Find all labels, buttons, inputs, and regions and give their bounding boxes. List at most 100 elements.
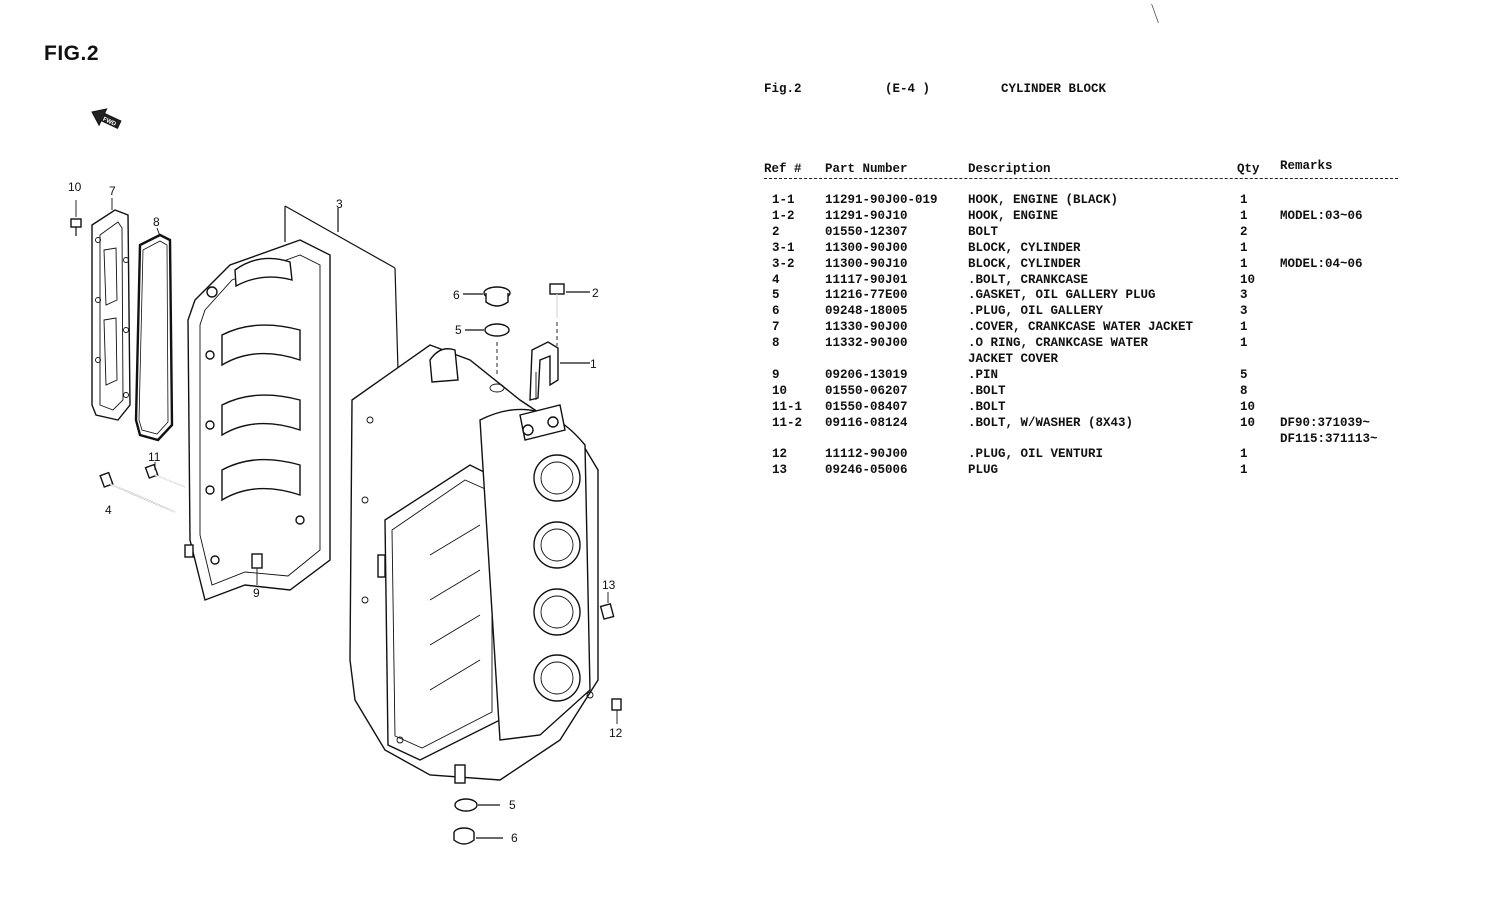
row-description: BLOCK, CYLINDER <box>968 256 1081 271</box>
row-ref: 5 <box>772 288 780 303</box>
callout-5-bottom: 5 <box>509 798 516 812</box>
part-11-bolt <box>144 462 186 488</box>
row-ref: 3-2 <box>772 256 795 271</box>
part-12-oil-venturi-plug <box>611 698 622 724</box>
row-qty: 1 <box>1240 208 1248 223</box>
callout-4: 4 <box>105 503 112 517</box>
fwd-label: FWD <box>102 117 118 128</box>
col-ref: Ref # <box>764 162 802 176</box>
row-ref: 1-2 <box>772 208 795 223</box>
row-description: PLUG <box>968 463 999 478</box>
row-ref: 12 <box>772 447 788 462</box>
row-description: BLOCK, CYLINDER <box>968 240 1081 255</box>
row-qty: 1 <box>1240 463 1248 478</box>
header-fig: Fig.2 <box>764 82 802 96</box>
callout-8: 8 <box>153 215 160 229</box>
callout-5-top: 5 <box>455 323 462 337</box>
part-13-plug <box>599 592 615 620</box>
row-description: .COVER, CRANKCASE WATER JACKET <box>968 320 1194 335</box>
row-ref: 7 <box>772 320 780 335</box>
row-ref: 11-1 <box>772 399 803 414</box>
row-part-number: 11216-77E00 <box>825 288 908 303</box>
part-2-bolt <box>549 283 590 346</box>
row-remarks: MODEL:03~06 <box>1280 208 1363 223</box>
row-ref: 4 <box>772 272 780 287</box>
row-ref: 6 <box>772 304 780 319</box>
part-3-crankcase <box>184 205 399 601</box>
part-6-oil-gallery-plug-bottom <box>453 827 503 845</box>
callout-13: 13 <box>602 578 616 592</box>
part-6-oil-gallery-plug-top <box>463 286 511 307</box>
part-10-bolt <box>70 200 82 236</box>
row-remarks: DF90:371039~ <box>1280 415 1371 430</box>
row-description: .PIN <box>968 367 999 382</box>
row-part-number: 01550-12307 <box>825 224 908 239</box>
row-qty: 10 <box>1240 399 1256 414</box>
scan-mark: —— <box>1146 2 1164 25</box>
row-qty: 10 <box>1240 415 1256 430</box>
callout-11: 11 <box>148 450 161 464</box>
callout-2: 2 <box>592 286 599 300</box>
row-ref: 3-1 <box>772 240 795 255</box>
row-qty: 1 <box>1240 193 1248 207</box>
part-1-engine-hook <box>529 341 590 401</box>
row-ref: 11-2 <box>772 415 803 430</box>
row-part-number: 11117-90J01 <box>825 272 908 287</box>
header-code: (E-4 ) <box>885 82 931 96</box>
row-description: JACKET COVER <box>968 352 1059 366</box>
callout-9: 9 <box>253 586 260 600</box>
col-description: Description <box>968 162 1051 176</box>
col-qty: Qty <box>1237 162 1260 176</box>
row-qty: 1 <box>1240 256 1248 271</box>
row-ref: 1-1 <box>772 193 795 207</box>
row-description: HOOK, ENGINE <box>968 208 1059 223</box>
callout-7: 7 <box>109 184 116 198</box>
row-part-number: 09248-18005 <box>825 304 908 319</box>
row-qty: 8 <box>1240 383 1248 398</box>
row-description: BOLT <box>968 224 999 239</box>
part-5-gasket-top <box>465 323 510 393</box>
col-remarks: Remarks <box>1280 159 1333 173</box>
row-qty: 3 <box>1240 288 1248 303</box>
header-divider <box>764 178 1398 179</box>
row-description: .PLUG, OIL VENTURI <box>968 447 1104 462</box>
row-qty: 2 <box>1240 224 1248 239</box>
row-ref: 10 <box>772 383 788 398</box>
row-ref: 2 <box>772 224 780 239</box>
callout-3: 3 <box>336 197 343 211</box>
row-part-number: 09206-13019 <box>825 367 908 382</box>
callout-1: 1 <box>590 357 597 371</box>
row-description: HOOK, ENGINE (BLACK) <box>968 193 1119 207</box>
part-7-water-jacket-cover <box>91 198 131 421</box>
row-part-number: 11300-90J10 <box>825 256 908 271</box>
part-5-gasket-bottom <box>454 798 500 812</box>
row-part-number: 11300-90J00 <box>825 240 908 255</box>
row-qty: 3 <box>1240 304 1248 319</box>
figure-label: FIG.2 <box>44 42 100 65</box>
row-qty: 1 <box>1240 320 1248 335</box>
row-qty: 1 <box>1240 336 1248 351</box>
col-part-number: Part Number <box>825 162 908 176</box>
row-qty: 10 <box>1240 272 1256 287</box>
row-description: .O RING, CRANKCASE WATER <box>968 336 1149 351</box>
row-part-number: 09246-05006 <box>825 463 908 478</box>
row-description: .BOLT, W/WASHER (8X43) <box>968 415 1134 430</box>
row-qty: 5 <box>1240 367 1248 382</box>
row-ref: 13 <box>772 463 788 478</box>
part-4-crankcase-bolt <box>99 471 176 513</box>
row-part-number: 09116-08124 <box>825 415 908 430</box>
row-ref: 9 <box>772 367 780 382</box>
row-qty: 1 <box>1240 240 1248 255</box>
row-part-number: 01550-08407 <box>825 399 908 414</box>
row-remarks: MODEL:04~06 <box>1280 256 1363 271</box>
callout-6-top: 6 <box>453 288 460 302</box>
row-description: .GASKET, OIL GALLERY PLUG <box>968 288 1156 303</box>
callout-6-bottom: 6 <box>511 831 518 845</box>
row-part-number: 11330-90J00 <box>825 320 908 335</box>
row-description: .BOLT <box>968 399 1006 414</box>
part-8-o-ring <box>134 227 174 442</box>
row-qty: 1 <box>1240 447 1248 462</box>
row-part-number: 11112-90J00 <box>825 447 908 462</box>
row-ref: 8 <box>772 336 780 351</box>
row-part-number: 01550-06207 <box>825 383 908 398</box>
